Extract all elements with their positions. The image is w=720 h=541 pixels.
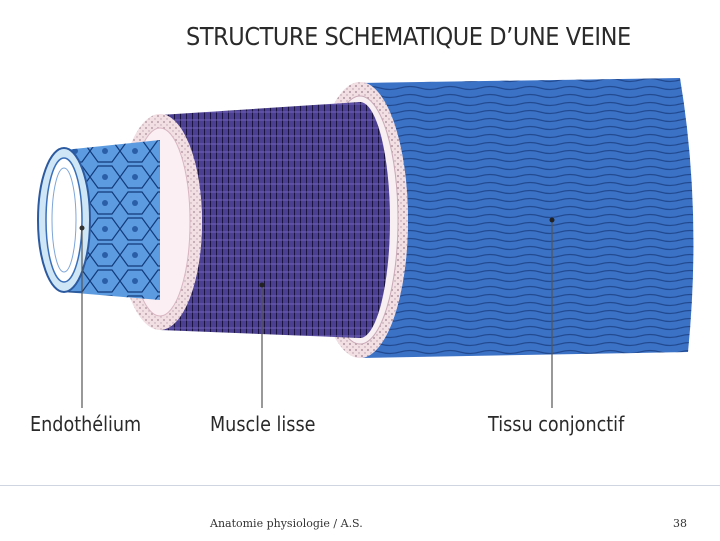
label-connective-tissue: Tissu conjonctif [488,412,624,436]
endothelium-layer [38,140,160,300]
footer-text: Anatomie physiologie / A.S. [210,517,363,530]
page-number: 38 [673,517,687,530]
label-smooth-muscle: Muscle lisse [210,412,315,436]
slide-footer: Anatomie physiologie / A.S. 38 [0,485,720,541]
diagram-title: STRUCTURE SCHEMATIQUE D’UNE VEINE [186,22,582,51]
label-endothelium: Endothélium [30,412,141,436]
vein-cross-section-illustration [0,60,720,460]
